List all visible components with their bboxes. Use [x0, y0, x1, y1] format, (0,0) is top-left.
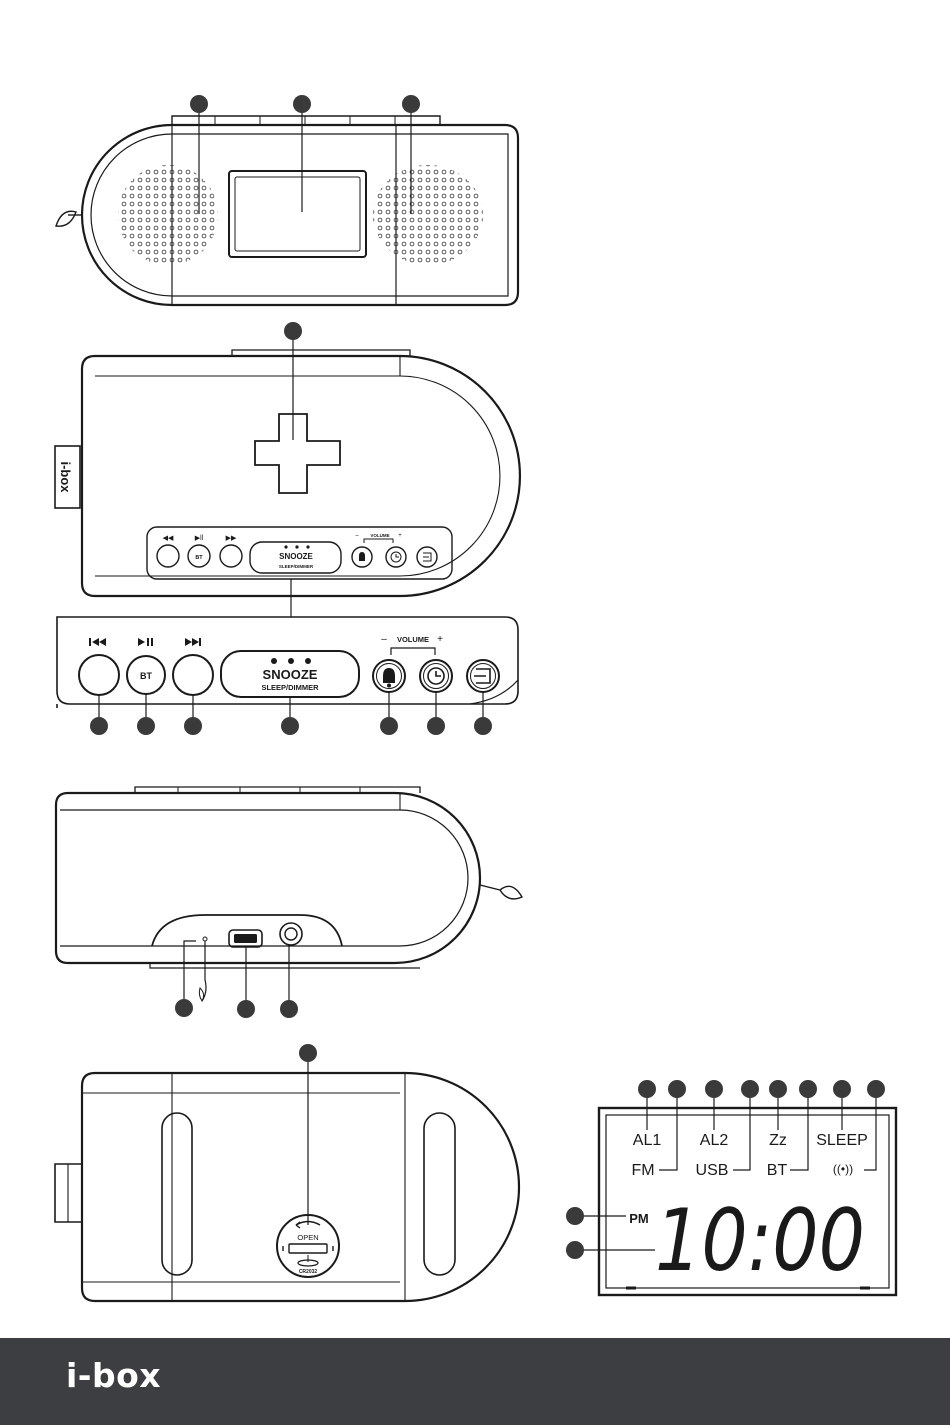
- callout-marker: [833, 1080, 851, 1098]
- svg-text:▶ll: ▶ll: [195, 535, 204, 542]
- callout-marker: [638, 1080, 656, 1098]
- callout-marker: [284, 322, 302, 340]
- svg-text:SNOOZE: SNOOZE: [279, 552, 313, 561]
- prev-track-button[interactable]: [79, 655, 119, 695]
- lcd-zz: Zz: [769, 1132, 787, 1149]
- callout-marker: [769, 1080, 787, 1098]
- button-panel-labels: BT SNOOZE SLEEP/DIMMER – VOLUME +: [89, 634, 490, 692]
- callout-marker: [175, 999, 193, 1017]
- bottom-view-callouts: [299, 1044, 317, 1225]
- callout-marker: [137, 717, 155, 735]
- callout-marker: [90, 717, 108, 735]
- footer-logo: i-box: [66, 1356, 161, 1395]
- front-view: [56, 116, 518, 305]
- previous-track-icon: [89, 638, 106, 646]
- lcd-usb: USB: [696, 1162, 729, 1179]
- bottom-view: [55, 1073, 519, 1301]
- svg-text:SLEEP/DIMMER: SLEEP/DIMMER: [279, 564, 314, 569]
- sleep-dimmer-label: SLEEP/DIMMER: [261, 683, 319, 692]
- lcd-time: 10:00: [655, 1191, 865, 1291]
- rear-view-callouts: [175, 941, 298, 1018]
- aux-jack[interactable]: [280, 923, 302, 945]
- play-pause-icon: [138, 638, 153, 646]
- next-track-button[interactable]: [173, 655, 213, 695]
- callout-marker: [566, 1207, 584, 1225]
- callout-marker: [566, 1241, 584, 1259]
- brand-tab-label: i-box: [58, 461, 73, 493]
- callout-marker: [474, 717, 492, 735]
- callout-marker: [281, 717, 299, 735]
- volume-plus-label: +: [437, 634, 443, 645]
- footer-bar: i-box: [0, 1338, 950, 1425]
- volume-label: VOLUME: [397, 635, 429, 644]
- lcd-wireless-icon: ((•)): [833, 1162, 853, 1176]
- bottom-view-labels: OPEN CR2032: [297, 1233, 318, 1275]
- lcd-bt: BT: [767, 1162, 788, 1179]
- callout-marker: [380, 717, 398, 735]
- callout-marker: [184, 717, 202, 735]
- callout-marker: [237, 1000, 255, 1018]
- top-view: [55, 350, 520, 617]
- callout-marker: [867, 1080, 885, 1098]
- volume-minus-label: –: [381, 634, 387, 645]
- cr2032-label: CR2032: [299, 1269, 318, 1275]
- svg-text:◀◀: ◀◀: [163, 535, 174, 542]
- lcd-al2: AL2: [700, 1132, 729, 1149]
- callout-marker: [402, 95, 420, 113]
- button-panel-callouts: [90, 692, 492, 735]
- callout-marker: [190, 95, 208, 113]
- svg-text:▶▶: ▶▶: [226, 535, 237, 542]
- open-label: OPEN: [297, 1233, 318, 1242]
- callout-marker: [705, 1080, 723, 1098]
- lcd-fm: FM: [631, 1162, 654, 1179]
- callout-marker: [799, 1080, 817, 1098]
- source-input-icon: [474, 669, 490, 683]
- callout-marker: [741, 1080, 759, 1098]
- snooze-label: SNOOZE: [263, 667, 318, 682]
- next-track-icon: [185, 638, 201, 646]
- top-view-labels: i-box ◀◀ ▶ll ▶▶ BT SNOOZE SLEEP/DIMMER V…: [58, 461, 431, 569]
- callout-marker: [299, 1044, 317, 1062]
- lcd-al1: AL1: [633, 1132, 662, 1149]
- button-panel-enlarged: [57, 617, 518, 708]
- svg-text:–: –: [355, 533, 359, 539]
- top-view-callouts: [284, 322, 302, 440]
- bell-icon: [383, 668, 395, 688]
- product-diagram: i-box ◀◀ ▶ll ▶▶ BT SNOOZE SLEEP/DIMMER V…: [0, 0, 950, 1338]
- svg-text:VOLUME: VOLUME: [370, 533, 389, 538]
- lcd-indicators: AL1 AL2 Zz SLEEP FM USB BT ((•)) PM 10:0…: [629, 1132, 868, 1291]
- svg-text:+: +: [398, 533, 402, 539]
- lcd-pm: PM: [629, 1211, 649, 1226]
- callout-marker: [427, 717, 445, 735]
- callout-marker: [668, 1080, 686, 1098]
- lcd-sleep: SLEEP: [816, 1132, 868, 1149]
- callout-marker: [280, 1000, 298, 1018]
- svg-text:BT: BT: [195, 555, 203, 561]
- callout-marker: [293, 95, 311, 113]
- bt-label: BT: [140, 671, 152, 681]
- clock-icon: [428, 668, 444, 684]
